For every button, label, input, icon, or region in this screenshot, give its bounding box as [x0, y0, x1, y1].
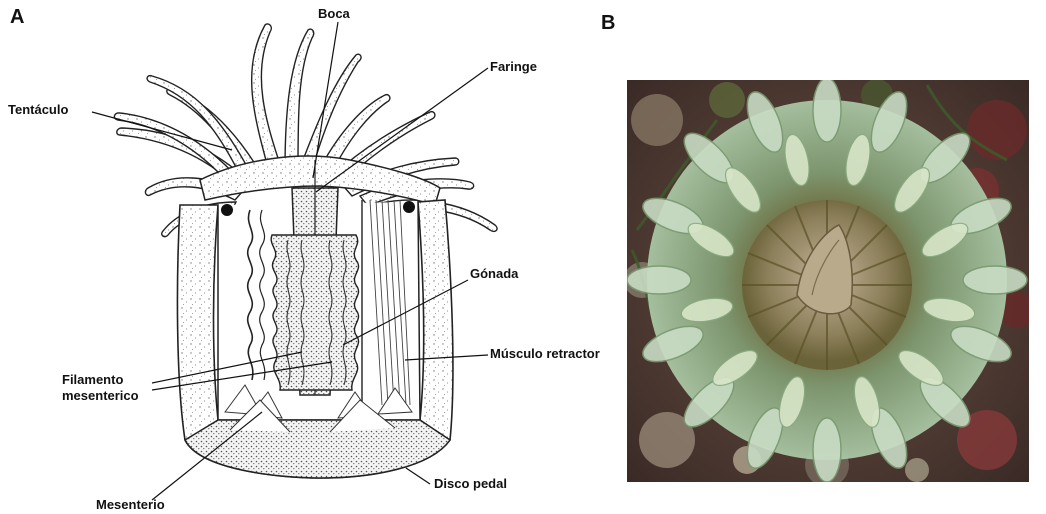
label-mesenterio: Mesenterio	[96, 497, 165, 513]
label-musculo-retractor: Músculo retractor	[490, 346, 600, 362]
right-pore	[403, 201, 415, 213]
left-pore	[221, 204, 233, 216]
label-filamento-mesenterico: Filamento mesenterico	[62, 372, 139, 404]
label-tentaculo: Tentáculo	[8, 102, 68, 118]
label-faringe: Faringe	[490, 59, 537, 75]
label-filamento-line1: Filamento	[62, 372, 139, 388]
label-filamento-line2: mesenterico	[62, 388, 139, 404]
sea-anemone-photo	[627, 80, 1029, 482]
anemone-anatomy-diagram	[0, 0, 620, 514]
label-disco-pedal: Disco pedal	[434, 476, 507, 492]
label-gonada: Gónada	[470, 266, 518, 282]
label-boca: Boca	[318, 6, 350, 22]
pedal-disc	[185, 420, 450, 478]
